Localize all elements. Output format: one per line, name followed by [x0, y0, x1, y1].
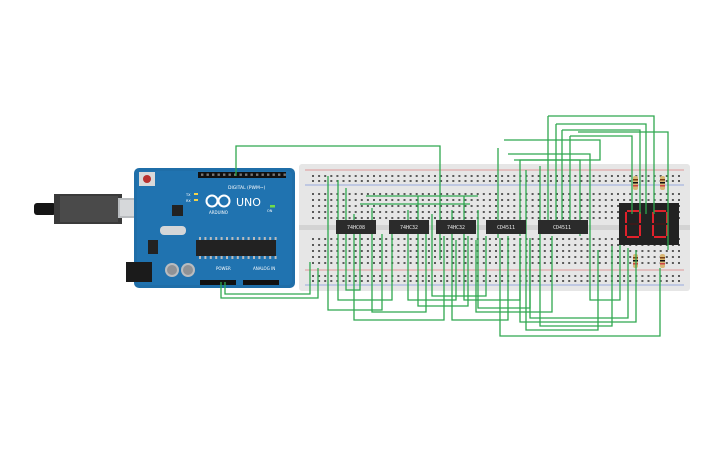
tx-label: TX	[185, 193, 191, 197]
jumper-wire[interactable]	[578, 131, 669, 250]
on-led-icon	[270, 205, 275, 208]
chip-u3[interactable]: 74HC32	[436, 220, 476, 234]
on-label: ON	[267, 209, 273, 213]
board-brand: ARDUINO	[209, 210, 228, 215]
jumper-wire[interactable]	[451, 210, 509, 321]
jumper-wire[interactable]	[548, 115, 655, 214]
display-digit	[625, 210, 641, 238]
resistor[interactable]	[660, 254, 665, 268]
usb-cable[interactable]	[34, 194, 142, 224]
seven-segment-display[interactable]	[619, 203, 679, 245]
jumper-wire[interactable]	[475, 236, 553, 313]
jumper-wire[interactable]	[235, 145, 441, 260]
chip-u2[interactable]: 74HC32	[389, 220, 429, 234]
jumper-wire[interactable]	[353, 214, 445, 321]
chip-label: CD4511	[553, 225, 571, 231]
power-jack[interactable]	[126, 262, 152, 282]
arduino-uno-board[interactable]: DIGITAL (PWM~) UNO ARDUINO TX RX ON POWE…	[126, 168, 295, 288]
jumper-wire[interactable]	[371, 208, 427, 313]
jumper-wire[interactable]	[499, 238, 661, 337]
jumper-wire[interactable]	[337, 180, 393, 301]
power-label: POWER	[216, 266, 231, 271]
jumper-wire[interactable]	[327, 176, 383, 311]
chip-u4[interactable]: CD4511	[486, 220, 526, 234]
jumper-wire[interactable]	[431, 214, 487, 297]
chip-u5[interactable]: CD4511	[538, 220, 588, 234]
display-digit	[652, 210, 668, 238]
jumper-wire[interactable]	[570, 135, 633, 214]
analog-label: ANALOG IN	[253, 266, 275, 271]
chip-label: CD4511	[497, 225, 515, 231]
rx-label: RX	[186, 199, 191, 203]
jumper-wire[interactable]	[224, 262, 311, 295]
jumper-wire[interactable]	[525, 170, 599, 331]
wire-group[interactable]	[220, 115, 669, 337]
jumper-wire[interactable]	[504, 139, 601, 236]
chip-label: 74HC32	[447, 225, 465, 231]
jumper-wire[interactable]	[220, 268, 319, 299]
resistor[interactable]	[633, 176, 638, 190]
chip-label: 74HC08	[347, 225, 365, 231]
digital-label: DIGITAL (PWM~)	[228, 185, 266, 191]
jumper-wire[interactable]	[529, 240, 629, 319]
jumper-wire[interactable]	[562, 129, 641, 214]
jumper-wire[interactable]	[539, 166, 613, 327]
jumper-wire[interactable]	[508, 153, 591, 236]
arduino-logo-icon	[205, 194, 231, 208]
resistor[interactable]	[660, 176, 665, 190]
jumper-wire[interactable]	[407, 210, 457, 301]
resistor-group[interactable]	[633, 176, 665, 268]
jumper-wire[interactable]	[345, 188, 361, 291]
jumper-wire[interactable]	[514, 159, 581, 236]
atmega-chip	[196, 240, 276, 256]
power-header[interactable]	[200, 280, 236, 285]
jumper-wire[interactable]	[519, 238, 637, 323]
jumper-wire[interactable]	[589, 236, 621, 301]
analog-header[interactable]	[243, 280, 279, 285]
chip-label: 74HC32	[400, 225, 418, 231]
jumper-wire[interactable]	[556, 123, 647, 214]
jumper-wire[interactable]	[417, 196, 469, 307]
board-model: UNO	[236, 196, 261, 209]
digital-header[interactable]	[198, 172, 286, 178]
chip-u1[interactable]: 74HC08	[336, 220, 376, 234]
